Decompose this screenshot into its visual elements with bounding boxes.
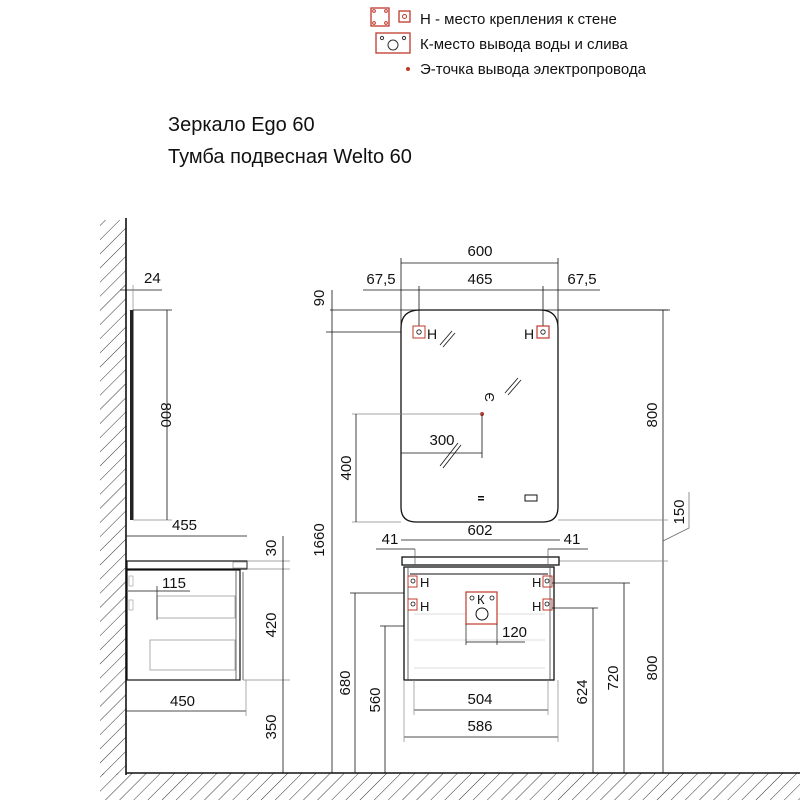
dim-height-720: 720: [605, 665, 622, 690]
legend-wall-mount-label: Н - место крепления к стене: [420, 11, 617, 28]
dim-height-680: 680: [337, 670, 354, 695]
cabinet-mount-label-br: Н: [532, 599, 541, 614]
dim-mount-spacing: 465: [467, 271, 492, 288]
dim-top-depth: 455: [172, 517, 197, 534]
dim-side-mirror-height: 800: [157, 402, 174, 427]
dim-side-cabinet-height: 420: [263, 612, 280, 637]
cabinet-mount-label-tr: Н: [532, 575, 541, 590]
dim-top-overhang-left: 41: [382, 531, 399, 548]
dim-mount-from-top: 90: [311, 290, 328, 307]
dim-mount-offset-right: 67,5: [567, 271, 596, 288]
dim-height-800: 800: [644, 655, 661, 680]
dim-water-offset: 120: [502, 624, 527, 641]
dim-cabinet-depth: 450: [170, 693, 195, 710]
dim-outer-width: 586: [467, 718, 492, 735]
cabinet-mount-points: [407, 575, 553, 611]
side-view: 24 800 455 115 450 30 420 3: [100, 218, 800, 800]
water-outlet-icon: [375, 32, 411, 54]
dim-gap-mirror-cabinet: 150: [671, 499, 688, 524]
dim-top-width: 602: [467, 522, 492, 539]
wall-mount-icon: [370, 7, 411, 27]
electric-point-icon: [406, 67, 410, 71]
electric-label: Э: [482, 393, 497, 402]
cabinet-title: Тумба подвесная Welto 60: [168, 146, 412, 168]
dim-height-560: 560: [367, 687, 384, 712]
dim-electric-from-left: 300: [429, 432, 454, 449]
water-label: К: [477, 592, 485, 607]
dim-electric-from-bottom: 400: [338, 455, 355, 480]
mirror-title: Зеркало Ego 60: [168, 114, 315, 136]
legend-electric-point-label: Э-точка вывода электропровода: [420, 61, 646, 78]
dim-mount-offset-left: 67,5: [366, 271, 395, 288]
dim-top-thickness: 30: [263, 540, 280, 557]
dim-height-624: 624: [574, 679, 591, 704]
dim-top-overhang-right: 41: [564, 531, 581, 548]
dim-inner-width: 504: [467, 691, 492, 708]
mount-label-left: Н: [427, 326, 437, 342]
front-view: 600 67,5 465 67,5 Н Н Э 300: [311, 243, 690, 773]
cabinet-mount-label-bl: Н: [420, 599, 429, 614]
dim-floor-to-cabinet: 350: [263, 714, 280, 739]
dim-mirror-depth: 24: [144, 270, 161, 287]
dim-front-mirror-height: 800: [644, 402, 661, 427]
dim-total-height: 1660: [311, 523, 328, 556]
dim-mirror-width: 600: [467, 243, 492, 260]
legend-water-outlet-label: К-место вывода воды и слива: [420, 36, 628, 53]
cabinet-mount-label-tl: Н: [420, 575, 429, 590]
mount-label-right: Н: [524, 326, 534, 342]
dim-drawer-offset: 115: [162, 575, 186, 592]
